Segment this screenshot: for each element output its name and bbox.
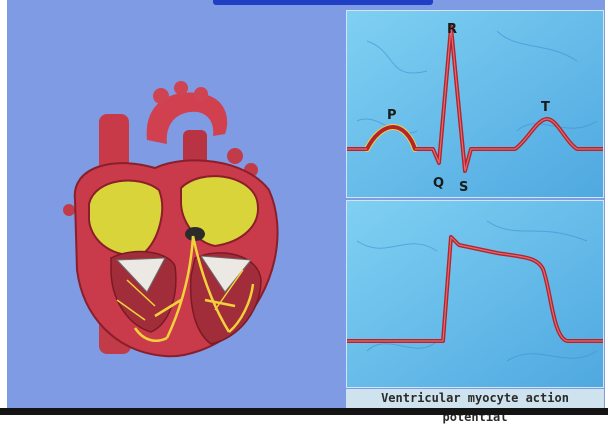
ecg-label-p: P — [387, 108, 397, 123]
panel-caption: Ventricular myocyte action potential — [346, 389, 604, 408]
action-potential-panel — [346, 200, 604, 388]
ecg-label-s: S — [459, 180, 468, 195]
ecg-panel: P Q R S T — [346, 10, 604, 198]
ecg-label-r: R — [447, 22, 457, 37]
ecg-label-q: Q — [433, 176, 444, 191]
animation-stage: P Q R S T Ventricular myocyte action pot… — [7, 0, 605, 408]
heart-illustration — [55, 70, 295, 370]
bottom-bar — [0, 408, 608, 415]
top-title-cutoff — [213, 0, 433, 5]
ecg-label-t: T — [541, 100, 550, 115]
